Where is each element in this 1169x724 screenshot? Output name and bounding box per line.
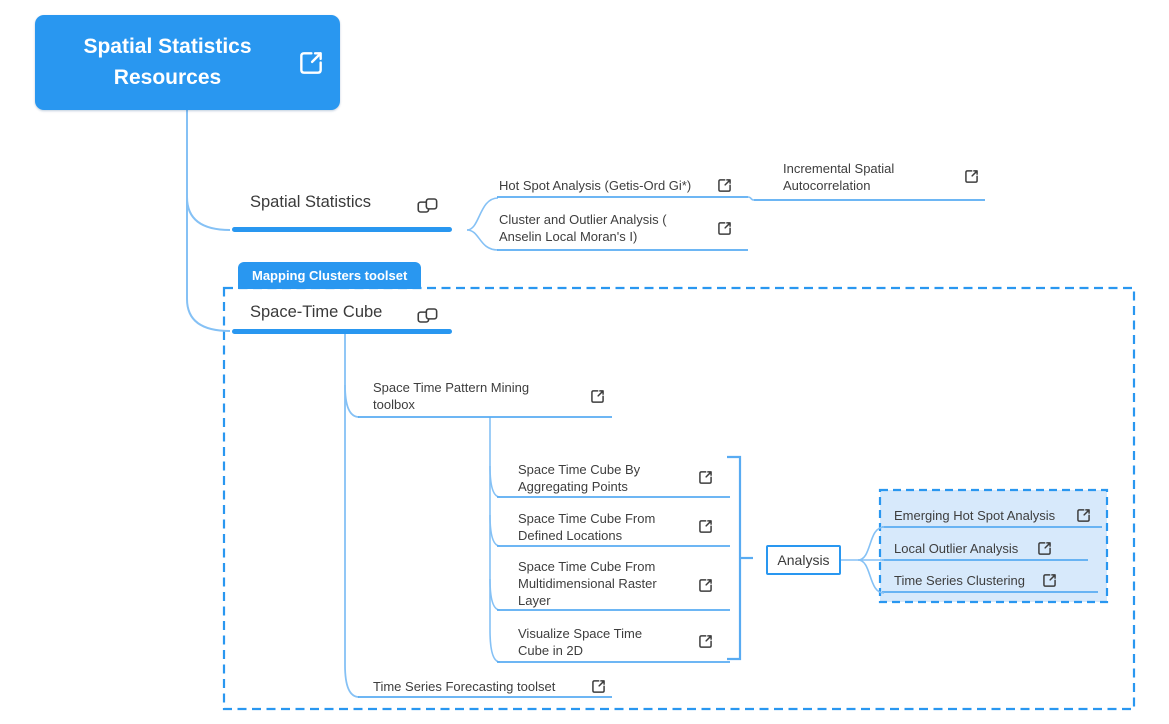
topic-cube-aggregating-points[interactable]: Space Time Cube By Aggregating Points <box>518 462 641 495</box>
external-link-icon[interactable] <box>698 634 713 649</box>
topic-incremental-autocorrelation[interactable]: Incremental Spatial Autocorrelation <box>783 161 895 194</box>
copy-icon[interactable] <box>417 307 438 324</box>
external-link-icon[interactable] <box>1037 541 1052 556</box>
external-link-icon[interactable] <box>964 169 979 184</box>
topic-pattern-mining-toolbox[interactable]: Space Time Pattern Mining toolbox <box>373 380 530 413</box>
connector-pm-child1 <box>489 465 501 498</box>
external-link-icon[interactable] <box>698 519 713 534</box>
connector-analysis-child1 <box>857 526 885 561</box>
external-link-icon[interactable] <box>717 178 732 193</box>
topic-space-time-cube[interactable]: Space-Time Cube <box>250 303 383 321</box>
topic-cube-defined-locations[interactable]: Space Time Cube From Defined Locations <box>518 511 656 544</box>
boundary-box[interactable] <box>222 286 1136 711</box>
external-link-icon[interactable] <box>298 50 324 76</box>
external-link-icon[interactable] <box>698 470 713 485</box>
external-link-icon[interactable] <box>591 679 606 694</box>
topic-spatial-statistics[interactable]: Spatial Statistics <box>250 193 372 211</box>
connector-brace-bottom <box>466 229 499 251</box>
connector-analysis-child3 <box>857 559 885 594</box>
topic-forecasting-toolset[interactable]: Time Series Forecasting toolset <box>373 679 556 694</box>
summary-bracket <box>727 455 742 661</box>
connector-root-to-spatial-statistics <box>186 196 231 231</box>
external-link-icon[interactable] <box>698 578 713 593</box>
topic-hot-spot-analysis[interactable]: Hot Spot Analysis (Getis-Ord Gi*) <box>499 178 692 193</box>
connector-stc-to-pattern-mining <box>344 384 360 418</box>
branch-line-spatial-statistics <box>232 227 452 232</box>
topic-analysis[interactable]: Analysis <box>766 545 841 575</box>
connector-pm-child2 <box>489 514 501 547</box>
branch-line-space-time-cube <box>232 329 452 334</box>
boundary-tag[interactable]: Mapping Clusters toolset <box>238 262 422 289</box>
copy-icon[interactable] <box>417 197 438 214</box>
topic-cube-multidimensional-raster[interactable]: Space Time Cube From Multidimensional Ra… <box>518 559 657 609</box>
external-link-icon[interactable] <box>717 221 732 236</box>
connector-root-to-space-time-cube <box>186 110 231 332</box>
topic-visualize-cube-2d[interactable]: Visualize Space Time Cube in 2D <box>518 626 643 659</box>
connector-pm-child3 <box>489 578 501 611</box>
topic-emerging-hot-spot[interactable]: Emerging Hot Spot Analysis <box>894 508 1056 523</box>
connector-pm-stem <box>489 417 501 663</box>
root-topic-label: Spatial Statistics Resources <box>83 35 252 89</box>
root-topic[interactable]: Spatial Statistics Resources <box>35 15 340 110</box>
connector-stc-stem <box>344 334 360 698</box>
connector-hotspot-to-incremental <box>747 196 755 201</box>
external-link-icon[interactable] <box>590 389 605 404</box>
topic-cluster-outlier-analysis[interactable]: Cluster and Outlier Analysis ( Anselin L… <box>499 212 667 245</box>
topic-time-series-clustering[interactable]: Time Series Clustering <box>894 573 1026 588</box>
topic-local-outlier-analysis[interactable]: Local Outlier Analysis <box>894 541 1019 556</box>
connector-brace-top <box>466 197 499 231</box>
external-link-icon[interactable] <box>1042 573 1057 588</box>
external-link-icon[interactable] <box>1076 508 1091 523</box>
